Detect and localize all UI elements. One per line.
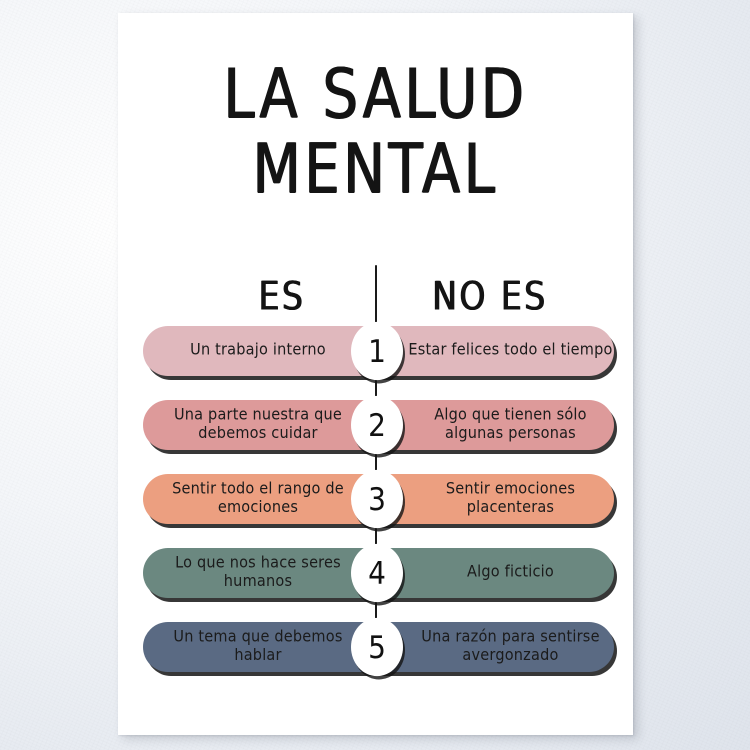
poster-sheet: LA SALUD MENTAL ES NO ES Un trabajo inte… [118,13,633,735]
row-3-es-text: Sentir todo el rango de emociones [172,480,344,517]
row-2-no-es-text: Algo que tienen sólo algunas personas [434,406,587,443]
center-divider-line [375,265,377,655]
row-4-no-es-text: Algo ficticio [467,563,554,582]
row-1-es-text: Un trabajo interno [190,341,326,360]
row-4-es-text: Lo que nos hace seres humanos [175,554,341,591]
row-5-es-text: Un tema que debemos hablar [173,628,343,665]
heading-es: ES [258,273,306,320]
table-row: Lo que nos hace seres humanos Algo ficti… [118,543,633,603]
row-1-number-badge: 1 [351,321,403,381]
table-row: Un trabajo interno Estar felices todo el… [118,321,633,381]
row-5-no-es-text: Una razón para sentirse avergonzado [421,628,600,665]
title-line-1: LA SALUD [223,55,528,135]
row-4-number-badge: 4 [351,543,403,603]
column-headings: ES NO ES [118,273,633,323]
table-row: Una parte nuestra que debemos cuidar Alg… [118,395,633,455]
title-line-2: MENTAL [252,130,499,210]
row-5-number-badge: 5 [351,617,403,677]
table-row: Sentir todo el rango de emociones Sentir… [118,469,633,529]
row-3-no-es-text: Sentir emociones placenteras [445,480,576,517]
heading-no-es: NO ES [432,273,548,320]
row-3-number-badge: 3 [351,469,403,529]
table-row: Un tema que debemos hablar Una razón par… [118,617,633,677]
page-title: LA SALUD MENTAL [118,55,633,207]
row-1-no-es-text: Estar felices todo el tiempo [408,341,613,360]
comparison-rows: Un trabajo interno Estar felices todo el… [118,321,633,696]
row-2-es-text: Una parte nuestra que debemos cuidar [173,406,343,443]
row-2-number-badge: 2 [351,395,403,455]
